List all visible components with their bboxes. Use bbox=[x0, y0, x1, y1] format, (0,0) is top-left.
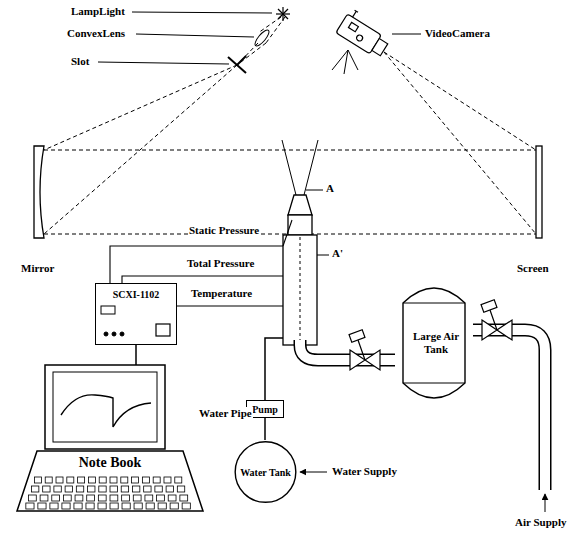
component-label: ConvexLens bbox=[66, 27, 126, 40]
leader-line bbox=[132, 12, 272, 13]
signal-label: Static Pressure bbox=[188, 224, 260, 237]
section-label: A bbox=[325, 182, 335, 195]
component-label: Air Supply bbox=[514, 516, 567, 529]
screen bbox=[536, 146, 542, 238]
daq-module: SCXI-1102 bbox=[95, 283, 177, 345]
daq-module-text: SCXI-1102 bbox=[113, 289, 160, 300]
component-label: Water Pipe bbox=[198, 407, 253, 420]
signal-label: Total Pressure bbox=[186, 257, 255, 270]
section-mark bbox=[306, 190, 323, 191]
notebook-computer-text: Note Book bbox=[79, 455, 142, 470]
component-label: VideoCamera bbox=[424, 27, 491, 40]
tripod bbox=[332, 50, 358, 74]
water-tank: Water Tank bbox=[233, 440, 298, 504]
component-label: Water Supply bbox=[331, 465, 398, 478]
water-supply-arrow bbox=[300, 472, 327, 473]
water-pipe bbox=[265, 338, 283, 400]
jet-line bbox=[304, 140, 318, 195]
component-label: Mirror bbox=[20, 262, 55, 275]
pump-box-text: Pump bbox=[252, 404, 278, 415]
notebook-computer-outline bbox=[15, 365, 205, 515]
leader-line bbox=[98, 62, 229, 64]
nozzle-tube bbox=[288, 215, 312, 235]
component-label: LampLight bbox=[70, 5, 126, 18]
light-beam bbox=[44, 17, 536, 234]
air-tank: Large Air Tank bbox=[395, 275, 477, 410]
air-tank-text: Large Air Tank bbox=[405, 330, 467, 354]
section-mark bbox=[317, 255, 329, 256]
air-supply-arrow bbox=[545, 494, 546, 512]
nozzle bbox=[288, 195, 312, 215]
concave-mirror bbox=[34, 146, 44, 238]
water-pipe-inner bbox=[300, 237, 301, 343]
connector-line bbox=[135, 345, 137, 365]
video-camera bbox=[336, 8, 394, 59]
sensor-wire bbox=[110, 220, 292, 306]
leader-line bbox=[392, 34, 421, 35]
signal-label: Temperature bbox=[190, 287, 253, 300]
connector-line bbox=[264, 418, 266, 440]
notebook-computer: Note Book bbox=[15, 365, 205, 515]
leader-line bbox=[136, 34, 254, 37]
jet-line bbox=[282, 140, 296, 195]
component-label: Screen bbox=[516, 262, 550, 275]
settling-chamber bbox=[283, 235, 317, 345]
water-tank-text: Water Tank bbox=[240, 467, 291, 478]
section-label: A' bbox=[331, 247, 344, 260]
component-label: Slot bbox=[70, 55, 90, 68]
